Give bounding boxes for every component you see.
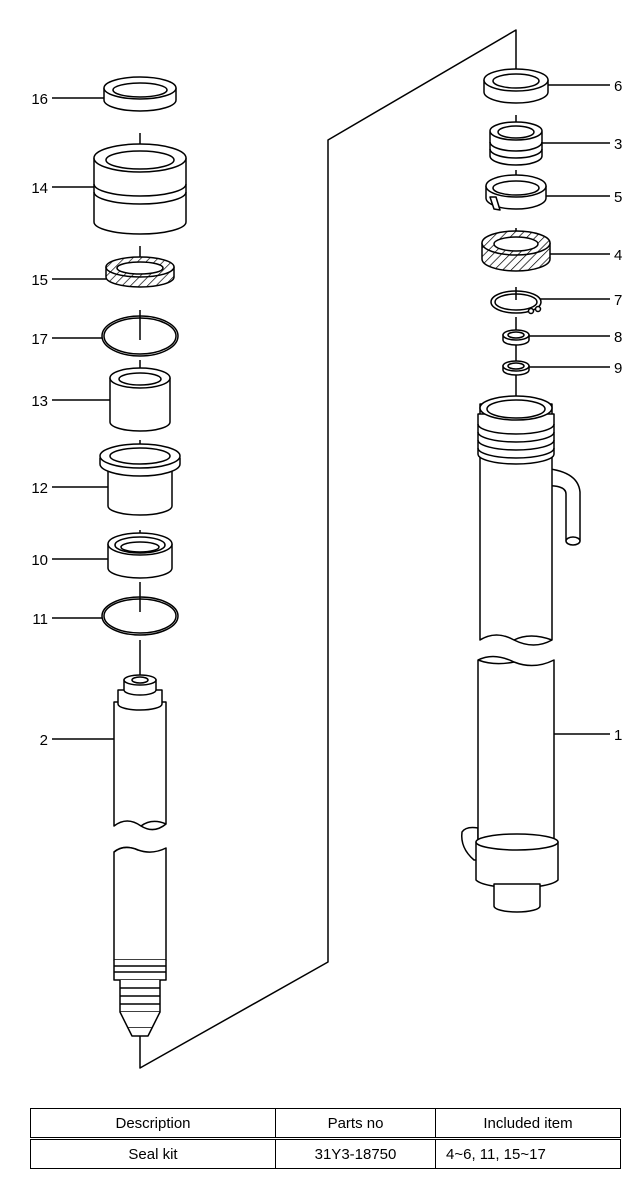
callout-5: 5 xyxy=(614,189,622,206)
part-4-packing xyxy=(481,230,551,272)
table-header-row: Description Parts no Included item xyxy=(30,1108,621,1140)
callout-7: 7 xyxy=(614,292,622,309)
callout-15: 15 xyxy=(31,272,48,289)
part-2-rod-lower xyxy=(113,846,167,1037)
cell-included-item: 4~6, 11, 15~17 xyxy=(435,1138,621,1169)
callout-4: 4 xyxy=(614,247,622,264)
callout-10: 10 xyxy=(31,552,48,569)
part-3-ring xyxy=(489,121,543,166)
header-included-item: Included item xyxy=(435,1108,621,1140)
callout-6: 6 xyxy=(614,78,622,95)
part-6-seal-ring xyxy=(483,68,549,104)
part-5-backup-ring xyxy=(485,174,547,211)
part-8-small-ring xyxy=(502,329,530,346)
part-10-dust-wiper xyxy=(107,532,173,579)
part-7-snap-ring xyxy=(490,290,542,315)
part-11-o-ring xyxy=(101,596,179,636)
callout-11: 11 xyxy=(32,611,48,628)
assembly-lines xyxy=(139,29,517,1069)
callout-9: 9 xyxy=(614,360,622,377)
callout-3: 3 xyxy=(614,136,622,153)
part-16-seal-ring xyxy=(103,76,177,112)
callout-1: 1 xyxy=(614,727,622,744)
callout-12: 12 xyxy=(31,480,48,497)
header-description: Description xyxy=(30,1108,276,1140)
part-15-packing xyxy=(105,256,175,288)
exploded-view-diagram: 16 14 15 17 13 12 10 11 2 6 3 5 4 7 8 9 … xyxy=(31,29,622,1069)
part-9-small-ring xyxy=(502,360,530,376)
callout-16: 16 xyxy=(31,91,48,108)
callout-labels: 16 14 15 17 13 12 10 11 2 6 3 5 4 7 8 9 … xyxy=(31,78,622,749)
header-parts-no: Parts no xyxy=(275,1108,436,1140)
callout-8: 8 xyxy=(614,329,622,346)
callout-13: 13 xyxy=(31,393,48,410)
cell-description: Seal kit xyxy=(30,1138,276,1169)
callout-14: 14 xyxy=(31,180,48,197)
callout-17: 17 xyxy=(31,331,48,348)
table-row: Seal kit 31Y3-18750 4~6, 11, 15~17 xyxy=(30,1138,621,1169)
part-1-tube-lower xyxy=(461,655,559,913)
leader-lines xyxy=(52,84,610,740)
part-13-bushing xyxy=(109,367,171,432)
part-1-tube xyxy=(477,395,581,646)
cell-parts-no: 31Y3-18750 xyxy=(275,1138,436,1169)
part-2-rod xyxy=(113,674,167,831)
callout-2: 2 xyxy=(40,732,48,749)
part-12-flanged-bushing xyxy=(99,443,181,516)
seal-kit-table: Description Parts no Included item Seal … xyxy=(30,1108,621,1169)
part-17-o-ring xyxy=(101,315,179,357)
part-14-gland xyxy=(93,143,187,235)
